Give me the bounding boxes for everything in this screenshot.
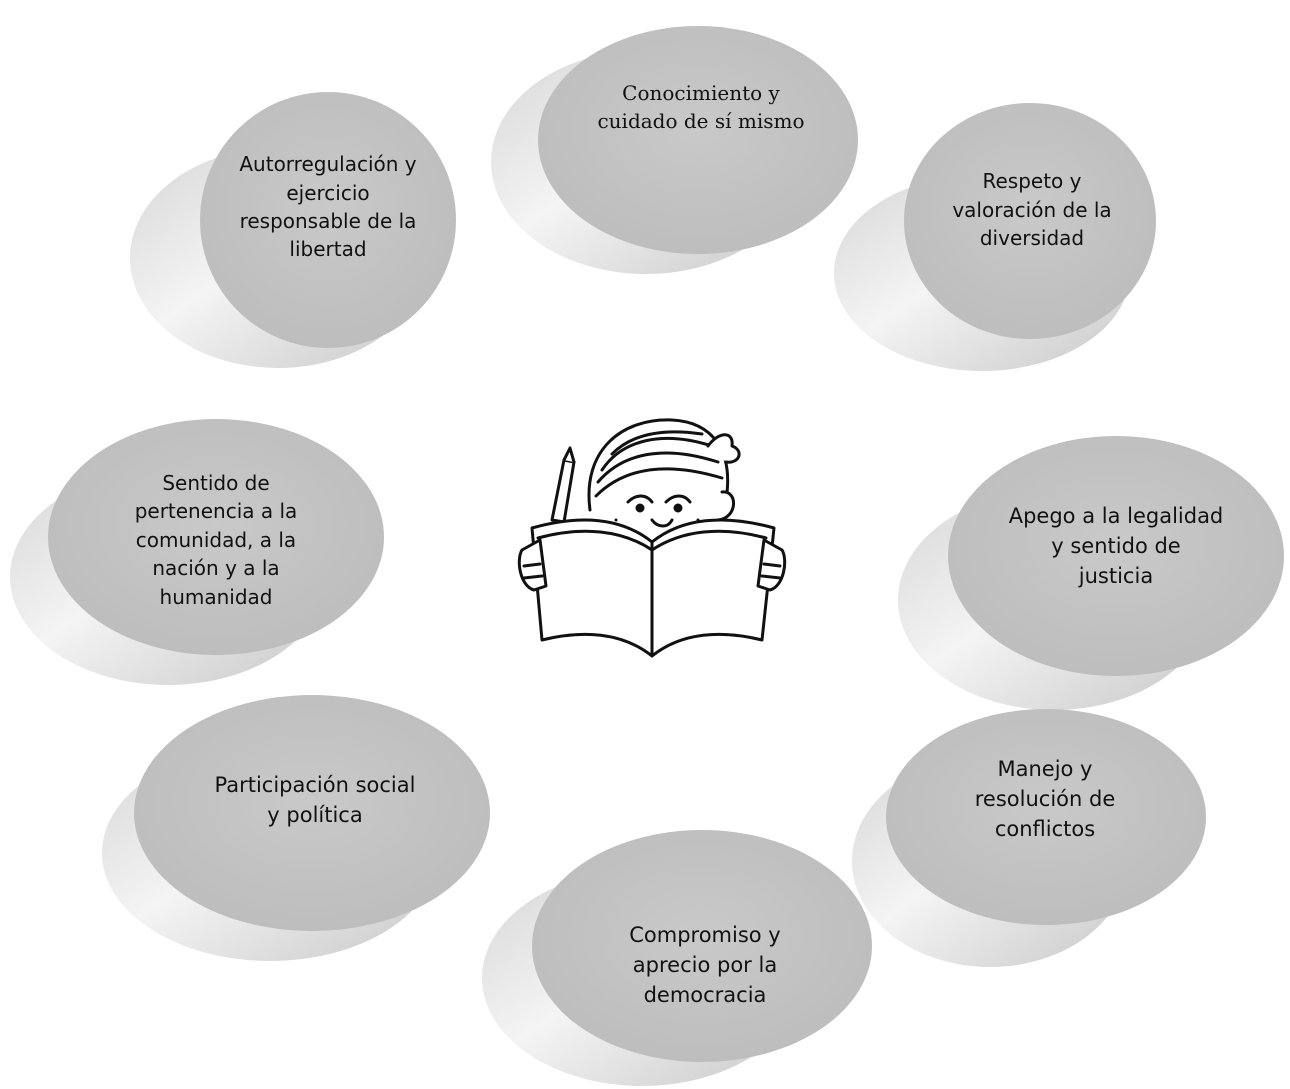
disc-label: Autorregulación y ejercicio responsable …: [239, 152, 417, 262]
disc-label: Participación social y política: [214, 773, 416, 827]
disc-shape: [10, 419, 384, 685]
disc-label: Conocimiento y cuidado de sí mismo: [597, 80, 805, 133]
child-reading-book-icon: [512, 410, 792, 670]
disc-shape: [102, 695, 490, 961]
disc-shape: [482, 830, 872, 1086]
disc-shape: [130, 92, 456, 368]
disc-conocimiento: Conocimiento y cuidado de sí mismo: [486, 22, 876, 277]
disc-shape: [898, 436, 1284, 710]
disc-shape: [491, 26, 858, 274]
disc-autorregulacion: Autorregulación y ejercicio responsable …: [128, 80, 458, 370]
disc-label: Sentido de pertenencia a la comunidad, a…: [134, 471, 298, 609]
disc-shape: [834, 103, 1156, 371]
disc-label: Respeto y valoración de la diversidad: [952, 169, 1112, 251]
disc-label: Compromiso y aprecio por la democracia: [629, 923, 781, 1007]
disc-manejo-conflictos: Manejo y resolución de conflictos: [850, 705, 1210, 970]
disc-label: Manejo y resolución de conflictos: [974, 757, 1116, 841]
disc-participacion: Participación social y política: [100, 693, 510, 968]
disc-sentido-pertenencia: Sentido de pertenencia a la comunidad, a…: [6, 415, 406, 690]
disc-label: Apego a la legalidad y sentido de justic…: [1008, 504, 1224, 588]
disc-respeto: Respeto y valoración de la diversidad: [832, 95, 1162, 375]
disc-apego-legalidad: Apego a la legalidad y sentido de justic…: [896, 422, 1290, 717]
disc-shape: [852, 709, 1206, 967]
disc-compromiso-democracia: Compromiso y aprecio por la democracia: [480, 828, 880, 1089]
